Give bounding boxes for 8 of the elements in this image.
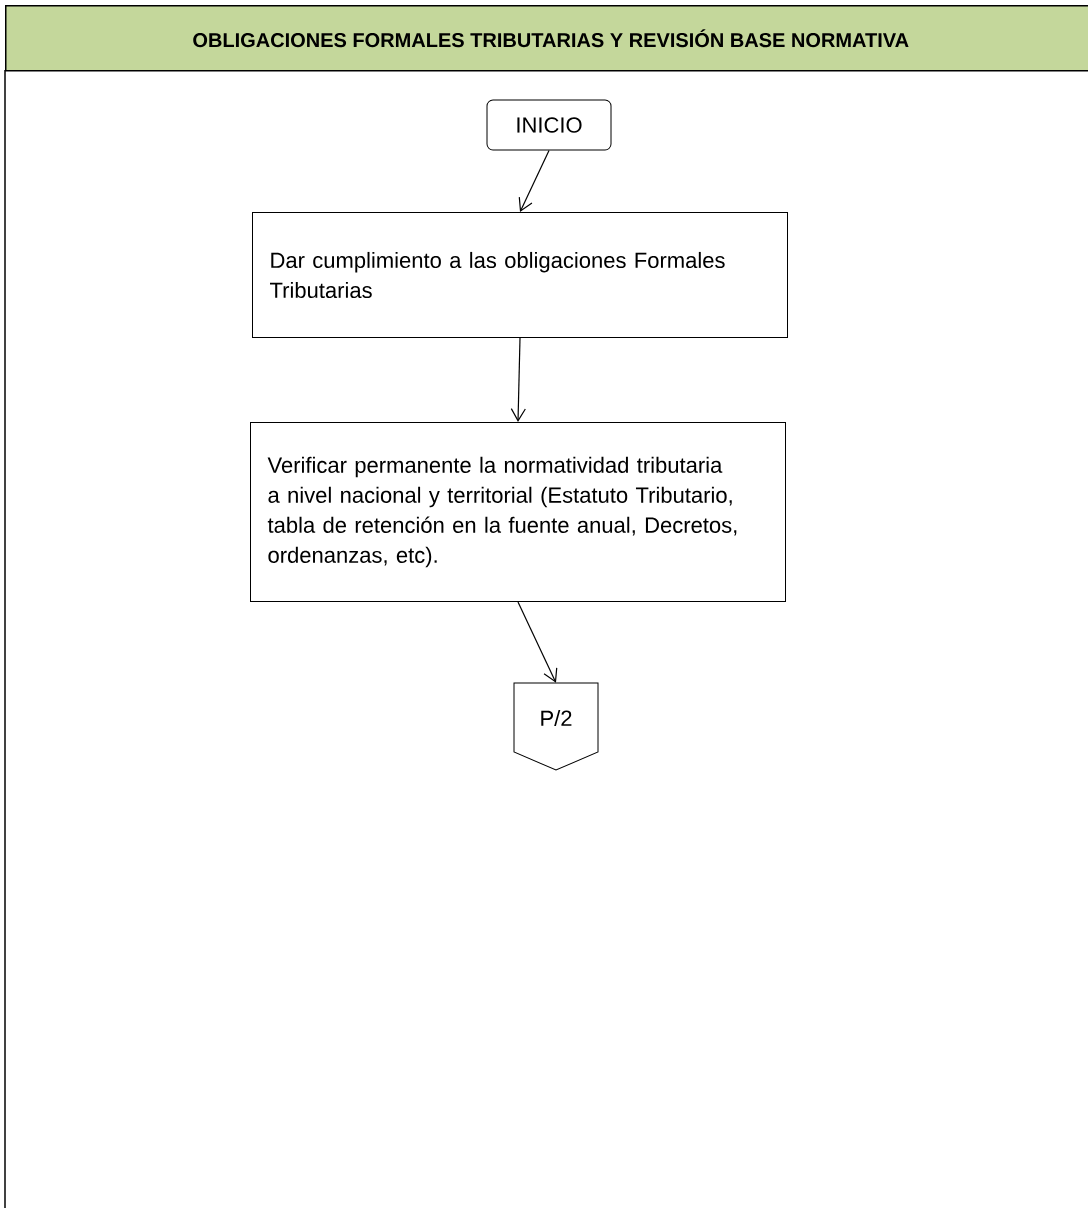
start-terminal: INICIO bbox=[486, 99, 612, 151]
arrow bbox=[518, 149, 550, 212]
process-box: Dar cumplimiento a las obligaciones Formales Tributarias bbox=[252, 212, 788, 338]
title-band: OBLIGACIONES FORMALES TRIBUTARIAS Y REVISIÓN BASE NORMATIVA bbox=[5, 5, 1088, 72]
process-box: Verificar permanente la normatividad tributaria a nivel nacional y territorial (Estatuto Tributario, tabla de retención en la fuente anual, Decretos, ordenanzas, etc). bbox=[250, 422, 786, 602]
off-page-connector: P/2 bbox=[513, 682, 599, 771]
arrow bbox=[517, 601, 558, 683]
arrow bbox=[510, 337, 526, 422]
